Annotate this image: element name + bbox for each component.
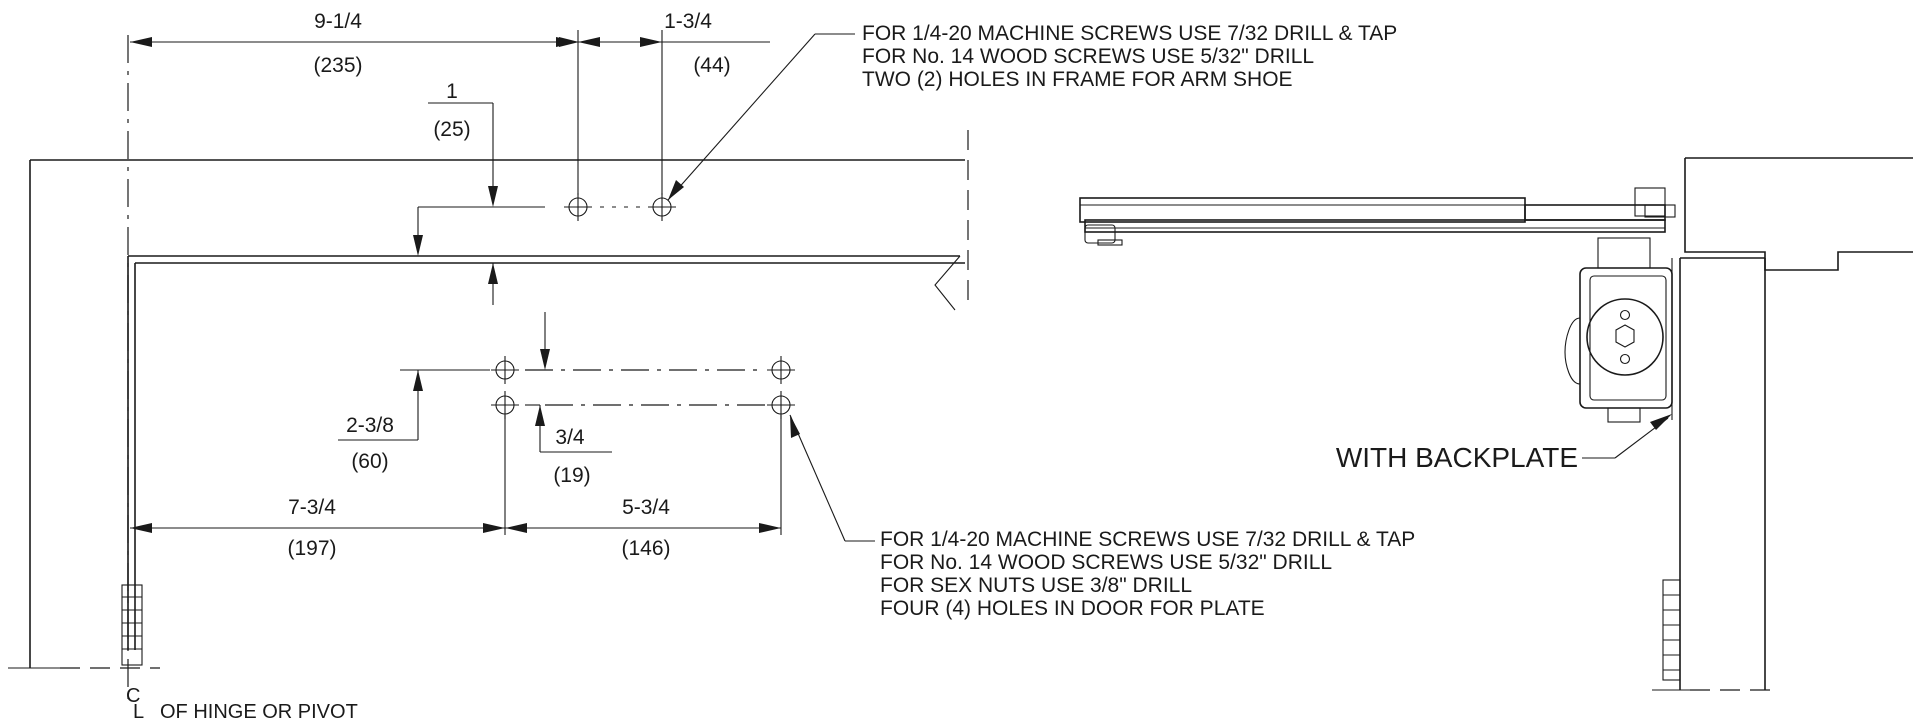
door-hole-lower-left	[491, 391, 519, 419]
dim-label-2-3-8: 2-3/8	[346, 414, 394, 437]
dim-label-3-4: 3/4	[555, 426, 585, 449]
frame-outline	[8, 130, 969, 669]
dim-label-235: (235)	[313, 54, 362, 77]
frame-note-line-1: FOR 1/4-20 MACHINE SCREWS USE 7/32 DRILL…	[862, 22, 1397, 45]
frame-note-line-3: TWO (2) HOLES IN FRAME FOR ARM SHOE	[862, 68, 1293, 91]
dim-label-60: (60)	[351, 450, 388, 473]
door-hole-upper-left	[491, 356, 519, 384]
door-note-line-3: FOR SEX NUTS USE 3/8" DRILL	[880, 574, 1192, 597]
frame-hole-left	[564, 193, 592, 221]
centerline-label: OF HINGE OR PIVOT	[160, 701, 358, 723]
dim-2-3-8	[338, 312, 550, 441]
dim-label-1: 1	[446, 80, 458, 103]
closer-body	[1564, 237, 1673, 423]
leader-frame-holes	[667, 33, 855, 201]
centerline-c: C	[126, 685, 140, 707]
door-note-line-4: FOUR (4) HOLES IN DOOR FOR PLATE	[880, 597, 1265, 620]
frame-hole-right	[648, 193, 676, 221]
dim-3-4	[535, 405, 612, 453]
dim-label-1-3-4: 1-3/4	[664, 10, 712, 33]
frame-note-line-2: FOR No. 14 WOOD SCREWS USE 5/32" DRILL	[862, 45, 1314, 68]
frame-profile	[1684, 157, 1913, 271]
right-hinge	[1662, 579, 1681, 681]
dim-label-9-1-4: 9-1/4	[314, 10, 362, 33]
dim-label-44: (44)	[693, 54, 730, 77]
door-hole-upper-right	[767, 356, 795, 384]
dim-1	[413, 102, 498, 305]
door-note-line-2: FOR No. 14 WOOD SCREWS USE 5/32" DRILL	[880, 551, 1332, 574]
dim-label-5-3-4: 5-3/4	[622, 496, 670, 519]
dim-label-146: (146)	[621, 537, 670, 560]
door-outline	[127, 255, 965, 650]
dim-label-25: (25)	[433, 118, 470, 141]
dim-9-1-4	[130, 30, 770, 195]
door-hole-lower-right	[767, 391, 795, 419]
closer-arm-assembly	[1079, 187, 1676, 246]
leader-door-holes	[789, 414, 875, 542]
dim-label-197: (197)	[287, 537, 336, 560]
centerline-l: L	[133, 701, 144, 723]
left-hinge	[121, 35, 143, 700]
dim-label-7-3-4: 7-3/4	[288, 496, 336, 519]
dim-label-19: (19)	[553, 464, 590, 487]
door-note-line-1: FOR 1/4-20 MACHINE SCREWS USE 7/32 DRILL…	[880, 528, 1415, 551]
backplate-label: WITH BACKPLATE	[1336, 442, 1578, 473]
dim-7-3-4-5-3-4	[130, 415, 782, 535]
leader-backplate	[1582, 414, 1672, 459]
